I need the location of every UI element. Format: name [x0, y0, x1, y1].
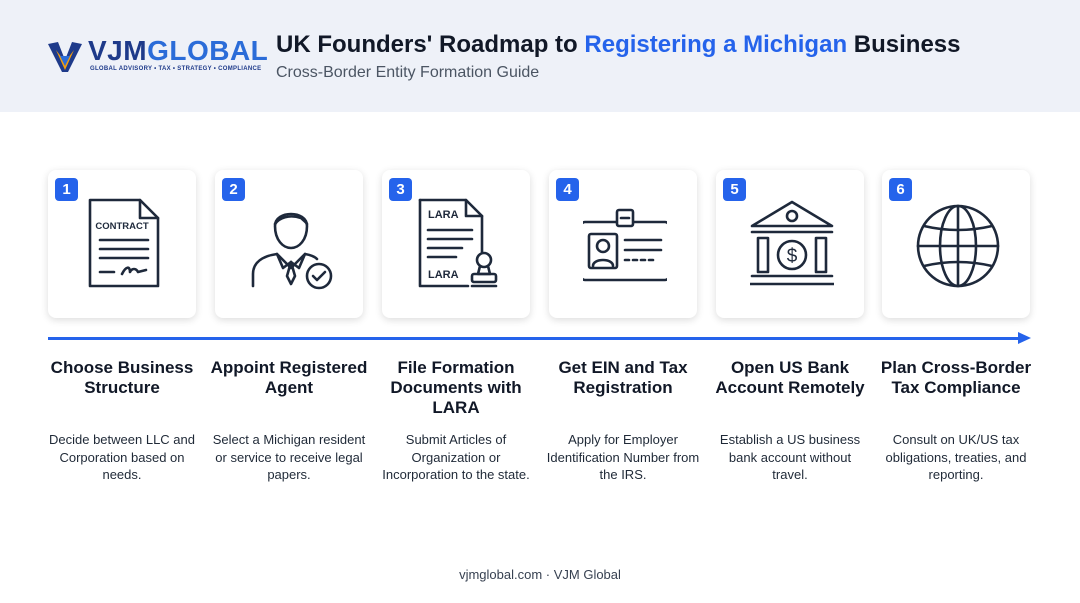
step-card-2: 2: [215, 170, 363, 318]
step-title-2: Appoint Registered Agent: [210, 358, 368, 397]
step-title-1: Choose Business Structure: [50, 358, 194, 397]
step-number-badge: 6: [889, 178, 912, 201]
title-prefix: UK Founders' Roadmap to: [276, 31, 585, 58]
title-highlight: Registering a Michigan: [584, 31, 848, 58]
step-card-3: 3 LARA LARA: [382, 170, 530, 318]
step-card-1: 1 CONTRACT: [48, 170, 196, 318]
id-card-badge-icon: [583, 208, 667, 282]
agent-person-check-icon: [251, 212, 333, 290]
timeline-arrowhead: [1018, 332, 1031, 344]
timeline-line: [48, 337, 1020, 340]
step-card-5: 5 $: [716, 170, 864, 318]
logo-brand-vjm: VJM: [88, 35, 148, 66]
step-number-badge: 3: [389, 178, 412, 201]
dollar-sign-label: $: [787, 246, 798, 267]
step-title-5: Open US Bank Account Remotely: [715, 358, 865, 397]
step-card-6: 6: [882, 170, 1030, 318]
step-number-badge: 1: [55, 178, 78, 201]
lara-documents-stamp-icon: LARA LARA: [418, 198, 498, 288]
bank-dollar-icon: $: [750, 200, 834, 286]
header-banner: VJMGLOBAL GLOBAL ADVISORY • TAX • STRATE…: [0, 0, 1080, 112]
page-subtitle: Cross-Border Entity Formation Guide: [276, 64, 540, 81]
step-description-2: Select a Michigan resident or service to…: [212, 432, 366, 482]
step-number-badge: 5: [723, 178, 746, 201]
title-suffix: Business: [847, 31, 961, 58]
step-number-badge: 4: [556, 178, 579, 201]
logo-wordmark: VJMGLOBAL: [88, 36, 268, 66]
lara-icon-label-top: LARA: [428, 209, 459, 221]
lara-icon-label-bottom: LARA: [428, 269, 459, 281]
step-title-4: Get EIN and Tax Registration: [558, 358, 688, 397]
vjm-logo-mark-icon: [48, 42, 82, 72]
page-title: UK Founders' Roadmap to Registering a Mi…: [276, 30, 961, 60]
globe-icon: [916, 204, 1000, 288]
step-description-3: Submit Articles of Organization or Incor…: [382, 432, 530, 482]
step-title-3: File Formation Documents with LARA: [390, 358, 522, 417]
step-description-1: Decide between LLC and Corporation based…: [49, 432, 195, 482]
contract-document-icon: CONTRACT: [88, 198, 160, 288]
step-number-badge: 2: [222, 178, 245, 201]
step-description-6: Consult on UK/US tax obligations, treati…: [885, 432, 1027, 482]
vjm-global-logo: VJMGLOBAL GLOBAL ADVISORY • TAX • STRATE…: [46, 36, 268, 78]
footer-credit: vjmglobal.com · VJM Global: [459, 567, 621, 582]
step-card-4: 4: [549, 170, 697, 318]
step-description-5: Establish a US business bank account wit…: [719, 432, 861, 482]
contract-icon-label: CONTRACT: [95, 221, 148, 232]
logo-brand-global: GLOBAL: [147, 35, 269, 66]
step-title-6: Plan Cross-Border Tax Compliance: [880, 358, 1032, 397]
logo-tagline: GLOBAL ADVISORY • TAX • STRATEGY • COMPL…: [90, 66, 262, 72]
step-description-4: Apply for Employer Identification Number…: [546, 432, 700, 482]
